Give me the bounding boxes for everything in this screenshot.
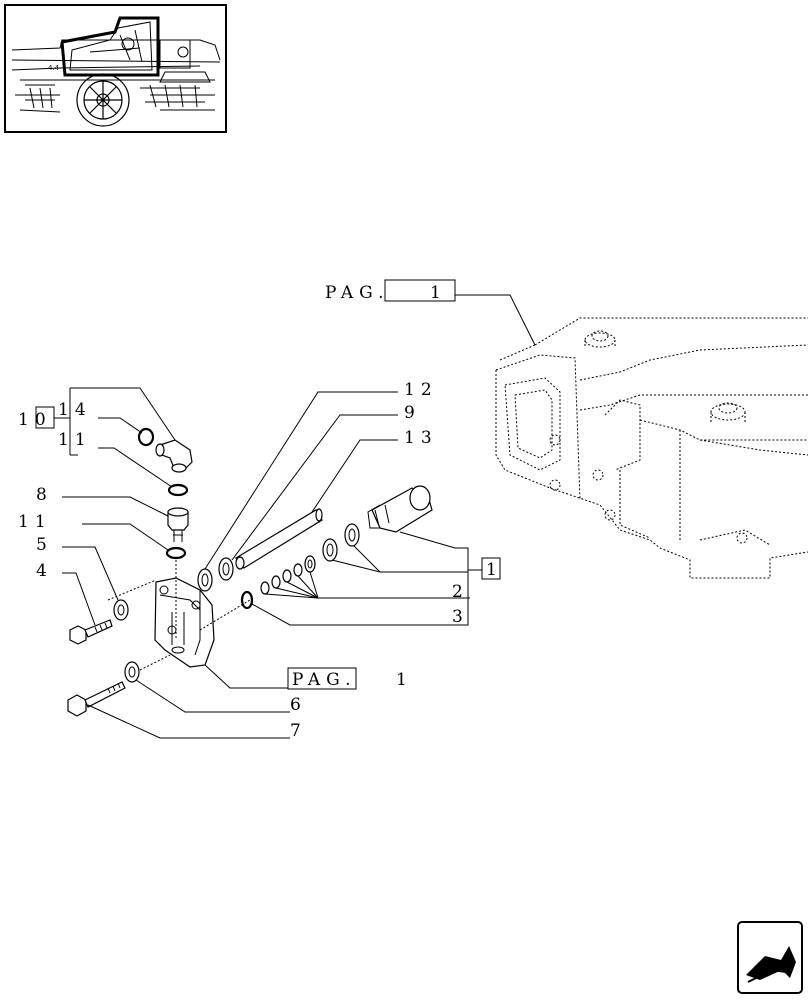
ring-13[interactable] [218, 557, 234, 581]
seal-ring-14[interactable] [137, 427, 155, 447]
callout-6: 6 [290, 695, 307, 715]
ring-12[interactable] [197, 568, 213, 592]
leader-lines [54, 294, 536, 739]
svg-text:4.4: 4.4 [48, 64, 60, 72]
washer-11-upper[interactable] [167, 483, 189, 497]
callout-13: 13 [404, 428, 438, 448]
callout-4: 4 [36, 561, 53, 581]
pag-bottom-box[interactable] [287, 667, 357, 690]
bolt-4[interactable] [69, 619, 113, 645]
callout-5: 5 [36, 535, 53, 555]
pag-bottom-label[interactable]: PAG. [292, 670, 357, 690]
washer-6[interactable] [124, 661, 140, 683]
pag-top-box[interactable] [384, 279, 456, 302]
pag-top-ref[interactable]: 1 [430, 283, 447, 303]
valve-body[interactable] [154, 577, 215, 668]
callout-1: 1 [486, 560, 503, 580]
ref-10-box [35, 406, 55, 429]
hydraulic-housing [495, 317, 808, 579]
callout-labels: PAG. 1 10 14 11 8 11 5 4 12 9 13 1 2 3 P… [18, 283, 503, 741]
circlip-3[interactable] [240, 590, 254, 610]
washer-5[interactable] [113, 599, 129, 621]
bolt-7[interactable] [67, 681, 126, 717]
callout-7: 7 [290, 721, 307, 741]
washer-1a[interactable] [322, 538, 338, 562]
next-page-arrow-icon[interactable] [737, 921, 803, 994]
plug-1[interactable] [367, 485, 433, 533]
callout-3: 3 [452, 607, 469, 627]
callout-2: 2 [452, 582, 469, 602]
rod-9[interactable] [235, 508, 323, 570]
seal-set-2[interactable] [260, 555, 316, 595]
callout-9: 9 [404, 403, 421, 423]
callout-10: 10 [18, 410, 52, 430]
washer-11-lower[interactable] [165, 546, 187, 560]
pag-bottom-ref[interactable]: 1 [396, 670, 413, 690]
pag-top-label[interactable]: PAG. [325, 283, 390, 303]
union-fitting-8[interactable] [167, 507, 189, 542]
elbow-fitting[interactable] [155, 439, 193, 473]
callout-14: 14 [58, 400, 92, 420]
ref-1-box [481, 557, 501, 580]
tractor-overview-thumbnail[interactable]: 4.4 [4, 4, 227, 133]
callout-11-lower: 11 [18, 512, 52, 532]
callout-11-upper: 11 [58, 430, 92, 450]
parts [67, 427, 433, 717]
washer-1b[interactable] [344, 523, 360, 547]
callout-8: 8 [36, 485, 53, 505]
callout-12: 12 [404, 380, 438, 400]
